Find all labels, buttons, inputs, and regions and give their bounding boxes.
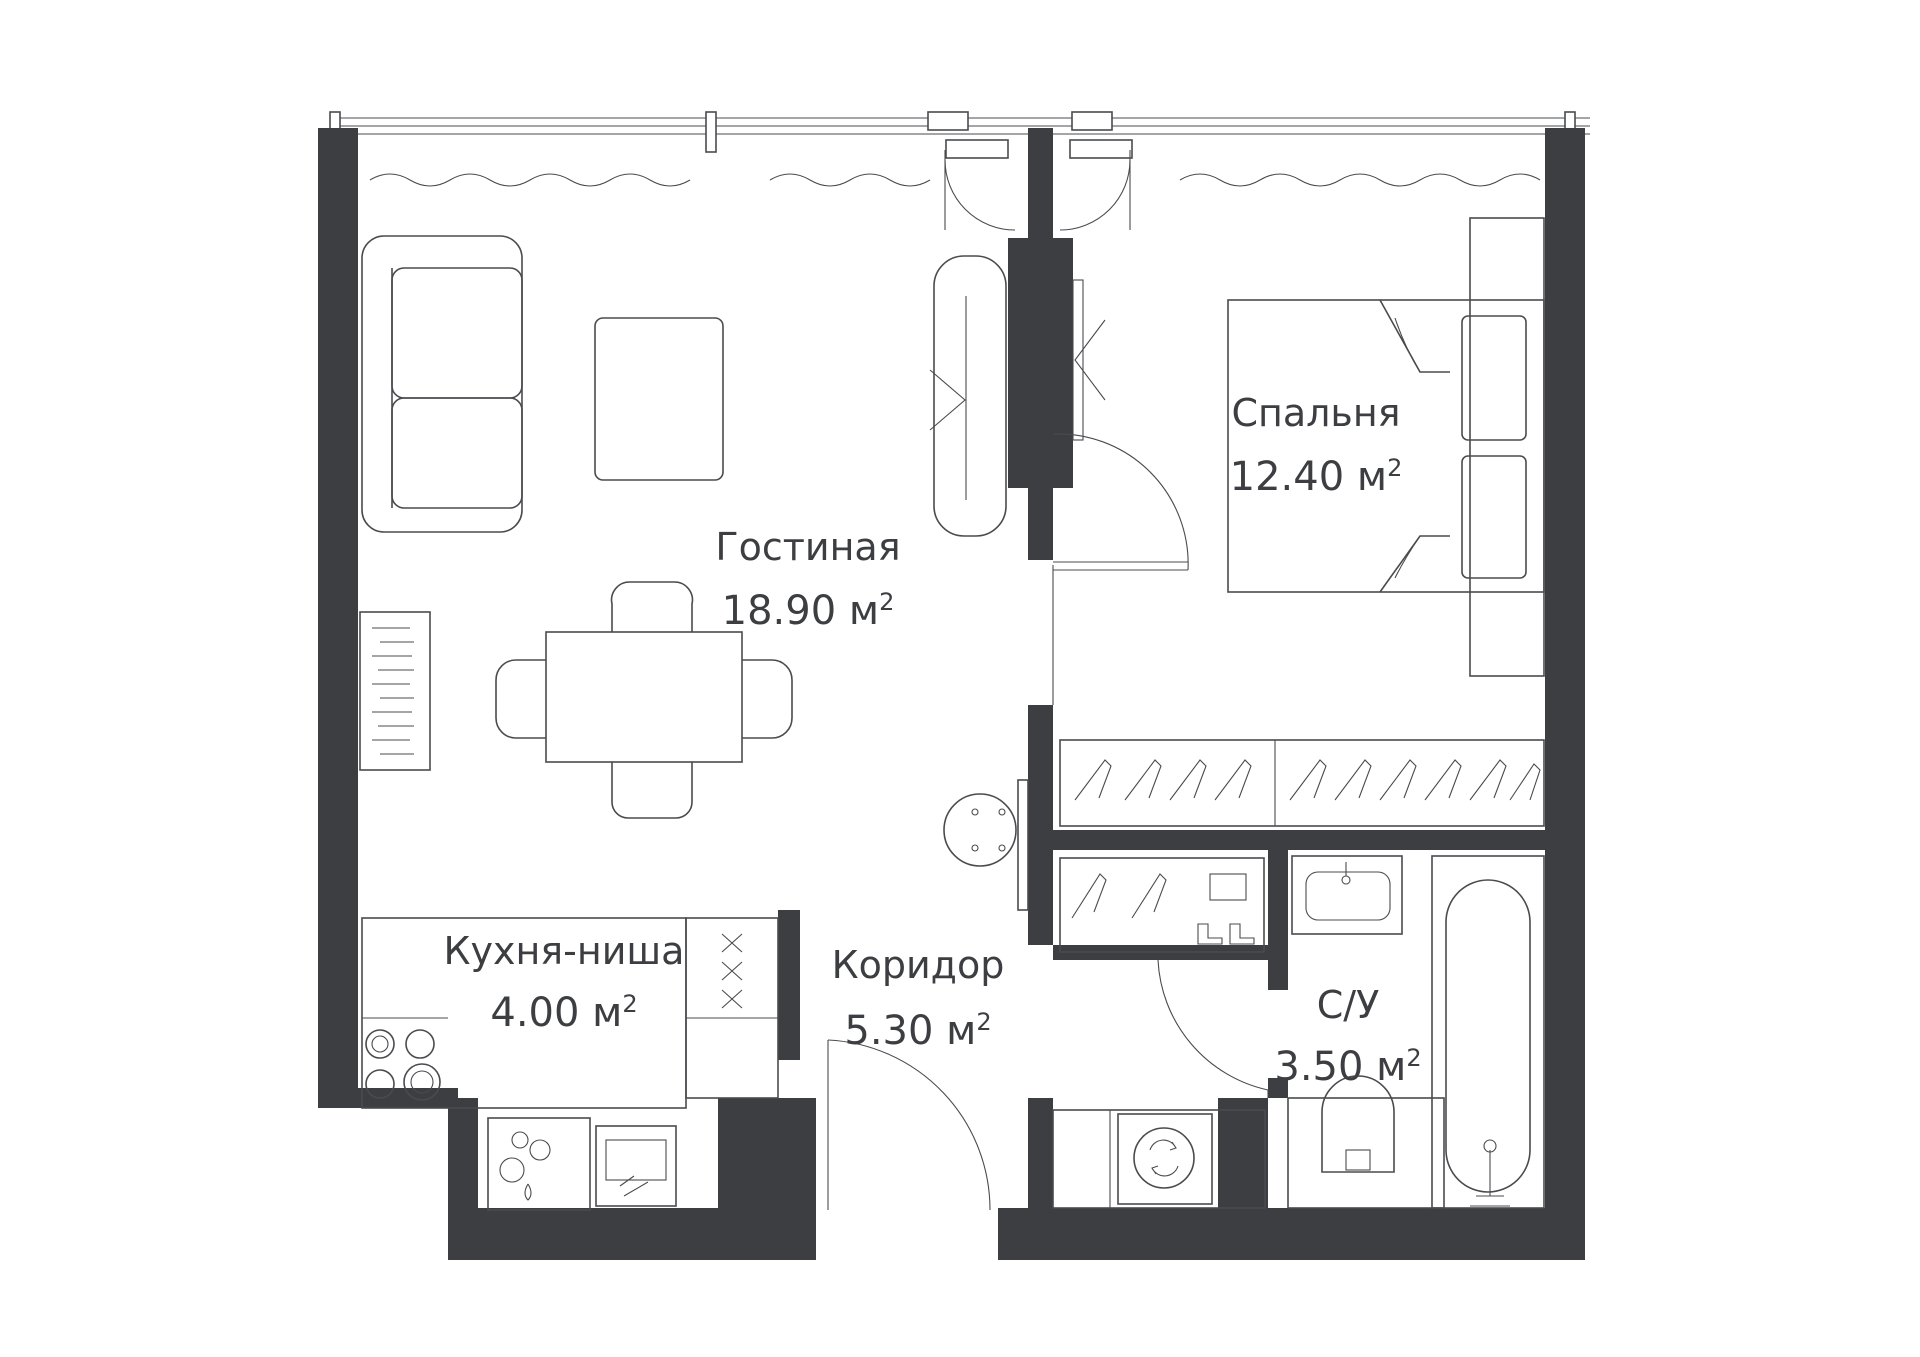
room-living: Гостиная 18.90 м2 — [715, 525, 900, 634]
stove-icon — [365, 1029, 441, 1101]
room-corridor: Коридор 5.30 м2 — [832, 943, 1005, 1054]
room-label: Гостиная — [715, 525, 900, 569]
room-area: 3.50 м — [1274, 1044, 1406, 1090]
pillow-icon — [1461, 315, 1527, 579]
window-rail — [329, 111, 1590, 159]
dishwasher-icon — [487, 1117, 591, 1211]
wardrobe-icon — [1059, 739, 1545, 827]
walls — [318, 128, 1585, 1260]
hood-icon — [721, 933, 743, 1009]
round-table-icon — [943, 779, 1029, 911]
door-swing-icon — [1052, 433, 1189, 705]
dining-table-icon — [495, 581, 793, 819]
room-area: 5.30 м — [844, 1008, 976, 1054]
room-area: 12.40 м — [1230, 454, 1387, 500]
wardrobe-icon — [1059, 857, 1265, 953]
hanger-icon — [1074, 759, 1541, 801]
room-label: Коридор — [832, 943, 1005, 987]
shoe-icon — [1197, 873, 1255, 945]
toilet-icon — [1287, 1075, 1445, 1209]
bed-icon — [1227, 217, 1545, 677]
hanger-icon — [1071, 873, 1167, 919]
bookshelf-icon — [359, 611, 431, 771]
svg-text:5.30 м2: 5.30 м2 — [844, 1008, 991, 1054]
coffee-table-icon — [594, 317, 724, 481]
svg-text:12.40 м2: 12.40 м2 — [1230, 454, 1403, 500]
room-area: 18.90 м — [722, 588, 879, 634]
svg-text:4.00 м2: 4.00 м2 — [490, 990, 637, 1036]
room-area: 4.00 м — [490, 990, 622, 1036]
tv-stand-icon — [929, 255, 1106, 537]
door-swing-icon — [1157, 959, 1269, 1098]
sofa-icon — [361, 235, 523, 533]
area-unit-sup: 2 — [976, 1008, 991, 1036]
svg-text:3.50 м2: 3.50 м2 — [1274, 1044, 1421, 1090]
room-label: Спальня — [1231, 391, 1400, 435]
sink-icon — [595, 1125, 677, 1207]
kitchen-counter — [361, 917, 779, 1109]
area-unit-sup: 2 — [879, 588, 894, 616]
room-label: Кухня-ниша — [444, 929, 685, 973]
area-unit-sup: 2 — [1406, 1044, 1421, 1072]
area-unit-sup: 2 — [1387, 454, 1402, 482]
bathtub-icon — [1431, 855, 1545, 1209]
washing-machine-icon — [1052, 1109, 1266, 1209]
room-bedroom: Спальня 12.40 м2 — [1230, 391, 1403, 500]
area-unit-sup: 2 — [622, 990, 637, 1018]
svg-text:18.90 м2: 18.90 м2 — [722, 588, 895, 634]
curtain-icon — [369, 173, 1541, 187]
sink-icon — [1291, 855, 1403, 935]
room-label: С/У — [1317, 983, 1380, 1027]
room-bathroom: С/У 3.50 м2 — [1274, 983, 1421, 1090]
door-swing-icon — [827, 1039, 991, 1211]
room-kitchen: Кухня-ниша 4.00 м2 — [444, 929, 685, 1036]
door-swing-icon — [944, 150, 1131, 231]
